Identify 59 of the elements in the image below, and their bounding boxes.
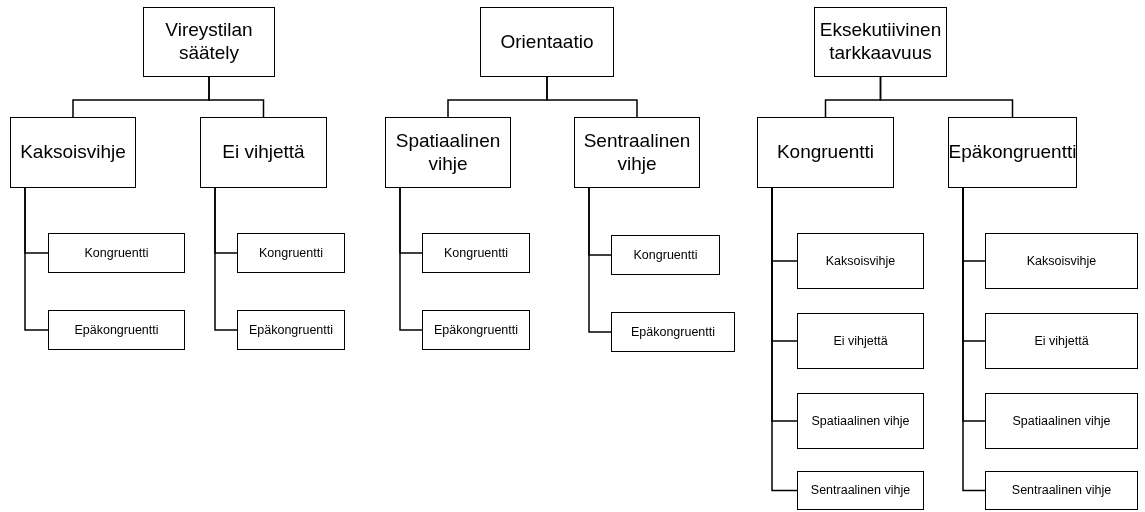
category-box — [48, 310, 185, 350]
box-label: Spatiaalinen vihje — [811, 413, 910, 429]
category-box — [797, 233, 924, 289]
category-box — [797, 313, 924, 369]
category-box — [797, 393, 924, 449]
category-box — [10, 117, 136, 188]
box-label: Epäkongruentti — [433, 322, 519, 338]
box-label: Sentraalinen vihje — [582, 129, 692, 176]
category-box — [237, 310, 345, 350]
box-label: Kaksoisvihje — [825, 253, 896, 269]
category-box — [574, 117, 700, 188]
category-box — [385, 117, 511, 188]
box-label: Kongruentti — [633, 247, 698, 263]
box-label: Epäkongruentti — [74, 322, 159, 338]
category-box — [611, 235, 720, 275]
box-label: Epäkongruentti — [248, 322, 334, 338]
category-box — [948, 117, 1077, 188]
category-box — [814, 7, 947, 77]
box-label: Epäkongruentti — [948, 141, 1077, 164]
box-label: Ei vihjettä — [1034, 333, 1089, 349]
box-label: Kongruentti — [259, 245, 323, 261]
connector-line — [214, 187, 238, 331]
box-label: Orientaatio — [500, 30, 594, 54]
category-box — [611, 312, 735, 352]
category-box — [797, 471, 924, 510]
category-box — [985, 313, 1138, 369]
connector-line — [588, 187, 612, 333]
box-label: Epäkongruentti — [630, 324, 716, 340]
category-box — [143, 7, 275, 77]
category-box — [48, 233, 185, 273]
box-label: Kaksoisvihje — [1026, 253, 1097, 269]
box-label: Spatiaalinen vihje — [394, 129, 502, 176]
connector-line — [399, 187, 423, 331]
box-label: Ei vihjettä — [222, 141, 305, 164]
box-label: Kongruentti — [444, 245, 508, 261]
category-box — [480, 7, 614, 77]
box-label: Eksekutiivinen tarkkaavuus — [818, 19, 943, 65]
category-box — [757, 117, 894, 188]
box-label: Vireystilan säätely — [164, 19, 254, 65]
category-box — [422, 310, 530, 350]
box-label: Kaksoisvihje — [20, 141, 126, 164]
connector-line — [24, 187, 49, 331]
category-box — [985, 233, 1138, 289]
category-box — [200, 117, 327, 188]
box-label: Sentraalinen vihje — [810, 483, 911, 498]
box-label: Sentraalinen vihje — [1011, 483, 1112, 498]
box-label: Ei vihjettä — [833, 333, 888, 349]
box-label: Kongruentti — [776, 141, 875, 164]
connector-line — [546, 76, 638, 118]
category-box — [237, 233, 345, 273]
category-box — [985, 393, 1138, 449]
category-box — [985, 471, 1138, 510]
box-label: Spatiaalinen vihje — [1012, 413, 1111, 429]
box-label: Kongruentti — [84, 245, 149, 261]
connector-line — [208, 76, 265, 118]
connector-line — [962, 187, 986, 492]
connector-line — [879, 76, 1014, 118]
connector-line — [771, 187, 798, 492]
category-box — [422, 233, 530, 273]
